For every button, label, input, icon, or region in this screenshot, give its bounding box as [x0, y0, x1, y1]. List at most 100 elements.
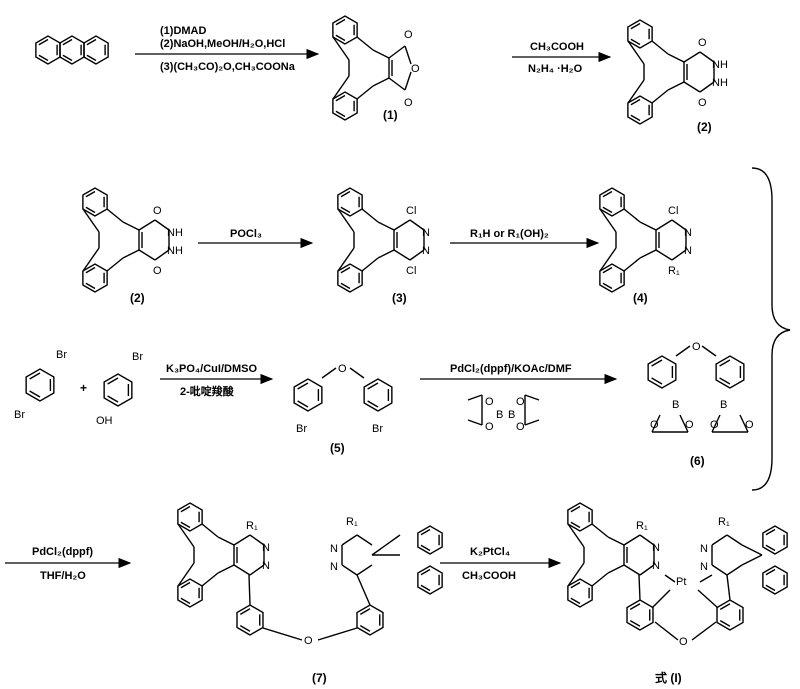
b2pin2-boron: B — [508, 409, 515, 421]
compound-7-aryl-right-double-bond — [359, 625, 371, 632]
compound-7-left-ring-ring — [233, 534, 251, 546]
compound-2b-bond — [122, 249, 140, 259]
b2pin2-oxygen: O — [516, 396, 525, 408]
compound-1-bridge — [356, 36, 374, 51]
dibromobenzene-ring — [25, 368, 55, 402]
compound-7-left-ring-atom-upper: N — [262, 542, 270, 554]
compound-2b-ring-atom-upper: NH — [167, 227, 183, 239]
carbonyl-oxygen-top: O — [404, 29, 413, 41]
formula-I-left-ring-ring — [623, 564, 641, 576]
compound-4-ring-ring — [655, 219, 673, 231]
formula-I-left-ring-atom-lower: N — [652, 560, 660, 572]
compound-4-bridge — [599, 208, 617, 233]
compound-2b-benzo-ring-top-double-bond — [85, 190, 96, 198]
compound-1-benzo-ring-bottom — [332, 91, 358, 121]
compound-2-bridge — [627, 79, 645, 104]
formula-I-left-bridge — [591, 572, 609, 587]
bond — [701, 345, 717, 357]
step6-above: PdCl₂(dppf)/KOAc/DMF — [450, 363, 572, 375]
formula-I-right-benzo-top — [762, 525, 788, 555]
compound-7-left-bond — [217, 536, 235, 546]
compound-1-label: (1) — [383, 108, 398, 122]
pinacol-oxygen: O — [745, 419, 754, 431]
compound-4-benzo-ring-top-double-bond — [602, 206, 613, 214]
bond — [262, 627, 303, 641]
bond — [741, 544, 763, 556]
compound-6-ring-right-double-bond — [719, 377, 731, 385]
bromophenol-ring — [103, 373, 133, 407]
compound-2b-bridge — [82, 208, 100, 233]
bond — [697, 589, 719, 609]
bond — [248, 574, 251, 606]
compound-4-bridge — [623, 257, 641, 272]
compound-2-bridge — [651, 89, 669, 104]
compound-7-left-bridge — [201, 523, 219, 538]
compound-6-ring-right — [715, 355, 745, 389]
anthracene-ring-3-double-bond — [86, 54, 97, 62]
b2pin2-boron: B — [496, 409, 503, 421]
compound-4-ring-ring — [671, 249, 687, 261]
compound-7-right-benzo-bottom — [417, 565, 443, 595]
formula-I-left-bridge — [567, 523, 585, 548]
bond — [675, 345, 691, 357]
compound-5-label: (5) — [330, 441, 345, 455]
compound-7-left-ring-atom-lower: N — [262, 560, 270, 572]
compound-2-label: (2) — [697, 120, 712, 134]
compound-6-label: (6) — [690, 454, 705, 468]
compound-4-bridge — [623, 208, 641, 223]
step8-above: K₂PtCl₄ — [470, 546, 510, 558]
compound-4-bond — [639, 221, 657, 231]
step7-below: THF/H₂O — [40, 570, 86, 582]
bond — [404, 71, 412, 91]
compound-2b-bond — [122, 221, 140, 231]
bond — [467, 419, 483, 426]
bond — [404, 45, 412, 65]
compound-4-bridge — [599, 247, 617, 272]
compound-2b-benzo-ring-bottom-double-bond — [85, 266, 96, 274]
bond — [691, 621, 717, 641]
formula-I-left-ring-atom-upper: N — [652, 542, 660, 554]
r1-right: R₁ — [718, 516, 730, 528]
compound-7-right-benzo-top — [417, 525, 443, 555]
compound-7-left-benzo-ring-bottom — [177, 578, 203, 608]
compound-4-benzo-ring-bottom — [599, 263, 625, 293]
bond — [739, 414, 749, 433]
compound-2b-bridge — [82, 247, 100, 272]
bond — [726, 574, 731, 601]
compound-5-ring-right-double-bond — [367, 382, 379, 390]
step5-below: 2-吡啶羧酸 — [180, 384, 235, 398]
bond — [356, 534, 373, 546]
compound-5-ring-right — [363, 378, 393, 412]
bromophenol-ring-double-bond — [107, 377, 119, 385]
carbonyl-oxygen-top: O — [153, 205, 162, 217]
compound-4-ring-ring — [655, 249, 673, 261]
compound-7-aryl-right-double-bond — [359, 608, 371, 615]
dibromobenzene-ring-double-bond — [29, 390, 41, 398]
compound-3-ring-ring — [393, 219, 411, 231]
formula-I-left-benzo-ring-bottom-double-bond — [570, 581, 581, 589]
compound-3-bridge — [361, 208, 379, 223]
compound-1-bridge — [356, 85, 374, 100]
bond — [341, 534, 358, 546]
formula-I-left-benzo-ring-bottom-double-bond — [570, 597, 581, 605]
compound-7-left-ring-ring — [249, 564, 265, 576]
bromine-left: Br — [296, 423, 307, 435]
carbonyl-oxygen-bottom: O — [153, 265, 162, 277]
anthracene-ring-1-double-bond — [38, 54, 49, 62]
formula-I-right-benzo-top-double-bond — [765, 544, 776, 552]
compound-5-ring-right-double-bond — [367, 400, 379, 408]
compound-2-bond — [667, 81, 685, 91]
compound-3-bond — [377, 221, 395, 231]
formula-I-right-benzo-bottom-double-bond — [765, 568, 776, 576]
compound-3-ring-ring — [409, 249, 425, 261]
step1-reagent-3: (3)(CH₃CO)₂O,CH₃COONa — [160, 61, 296, 73]
compound-6-ring-left-double-bond — [651, 377, 663, 385]
step8-below: CH₃COOH — [462, 570, 516, 582]
hydroxyl: OH — [96, 415, 113, 427]
compound-4-benzo-ring-bottom-double-bond — [602, 282, 613, 290]
pinacol-oxygen: O — [685, 419, 694, 431]
anthracene-ring-1-double-bond — [38, 38, 49, 46]
step3-above: POCl₃ — [230, 228, 262, 240]
compound-2b-benzo-ring-bottom-double-bond — [85, 282, 96, 290]
